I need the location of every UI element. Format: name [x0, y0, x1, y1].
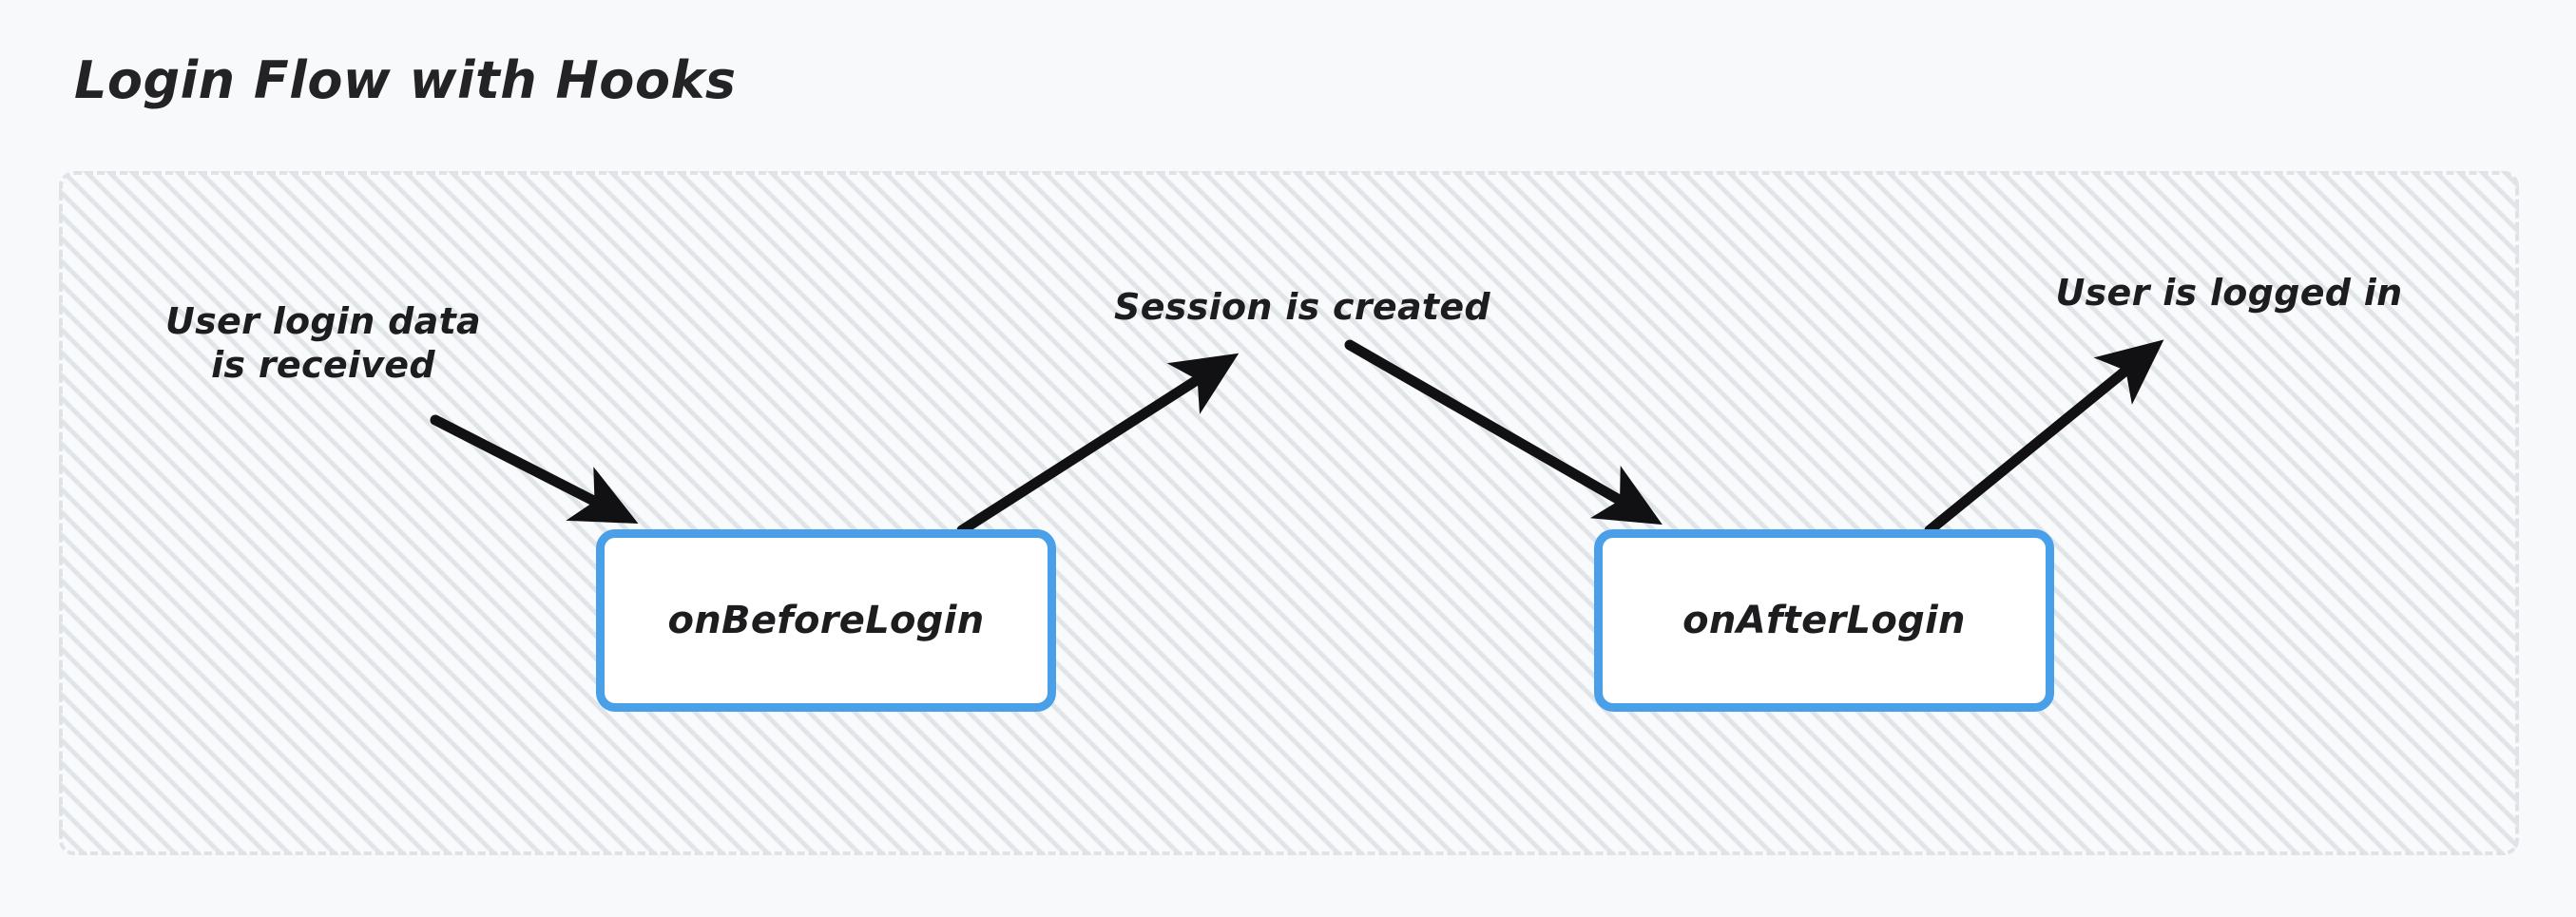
edge-label-user-login-data: User login data is received	[164, 300, 481, 387]
node-label-on-before-login: onBeforeLogin	[667, 599, 985, 642]
edge-label-user-logged-in: User is logged in	[2055, 272, 2403, 314]
edge-label-session-created: Session is created	[1114, 286, 1490, 328]
page-title: Login Flow with Hooks	[74, 50, 737, 110]
node-label-on-after-login: onAfterLogin	[1682, 599, 1966, 642]
node-on-after-login[interactable]: onAfterLogin	[1594, 529, 2054, 712]
node-on-before-login[interactable]: onBeforeLogin	[596, 529, 1056, 712]
